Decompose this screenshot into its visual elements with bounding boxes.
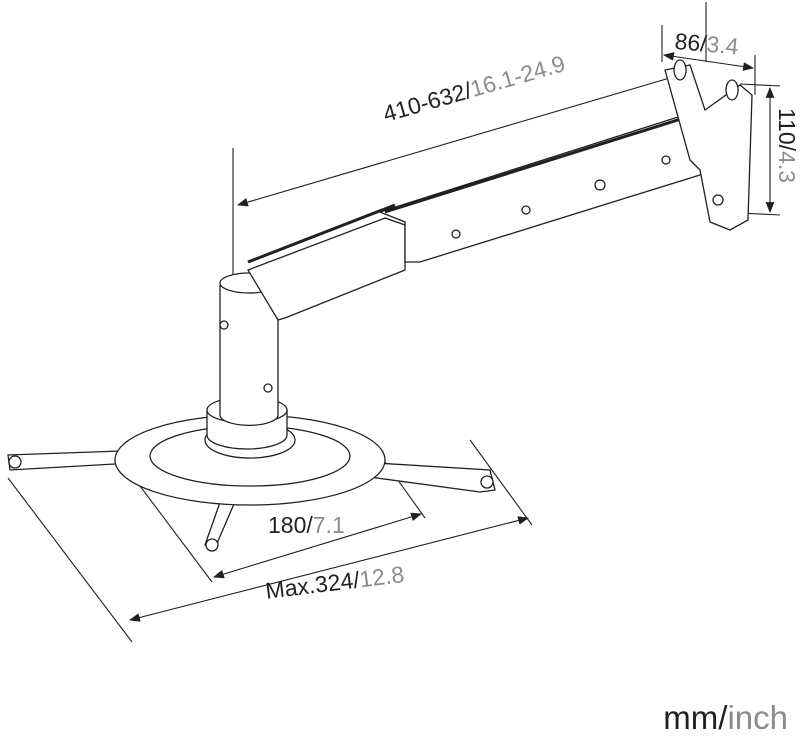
dimension-line-max — [7, 439, 533, 643]
plate-diameter-mm: 180 — [268, 512, 307, 538]
dimension-plate-diameter: 180/7.1 — [268, 512, 345, 539]
dimension-line-arm — [232, 70, 692, 285]
dimension-wall-depth: 86/3.4 — [674, 28, 740, 60]
units-inch: inch — [727, 699, 788, 736]
wall-depth-inch: 3.4 — [705, 30, 740, 60]
wall-depth-mm: 86 — [673, 28, 702, 57]
separator: / — [306, 512, 313, 538]
mount-body — [7, 59, 753, 552]
max-span-inch: 12.8 — [357, 561, 406, 593]
plate-diameter-inch: 7.1 — [312, 512, 345, 538]
units-mm: mm — [663, 699, 719, 736]
wall-height-mm: 110 — [774, 108, 800, 145]
dimension-wall-height: 110/4.3 — [773, 108, 800, 183]
wall-height-inch: 4.3 — [774, 151, 800, 184]
separator: / — [718, 699, 728, 736]
units-legend: mm/inch — [663, 699, 788, 737]
dimension-line-depth — [661, 2, 756, 95]
